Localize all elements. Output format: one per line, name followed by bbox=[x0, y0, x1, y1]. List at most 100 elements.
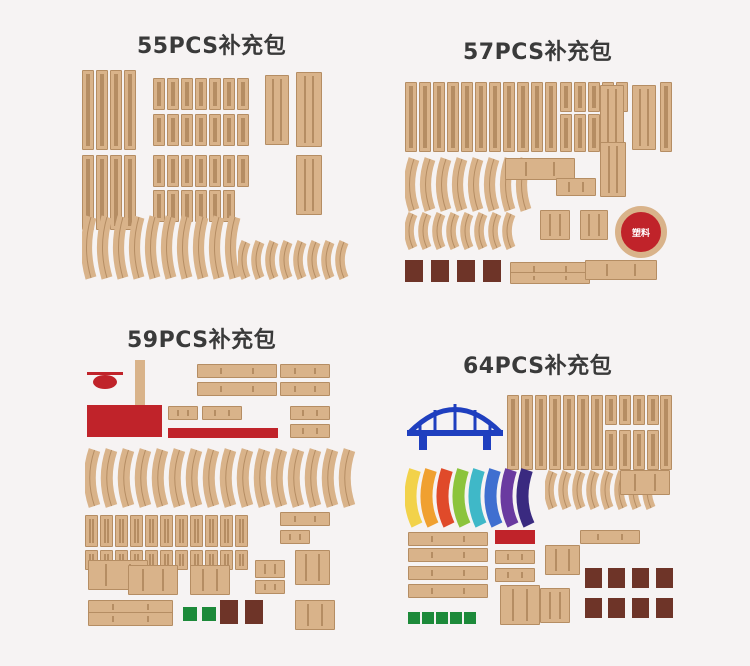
pack-59-title: 59PCS补充包 bbox=[127, 328, 277, 353]
straight-track bbox=[545, 82, 557, 152]
red-platform bbox=[168, 428, 278, 438]
straight-track bbox=[100, 515, 113, 547]
straight-track bbox=[580, 210, 608, 240]
bridge-support bbox=[585, 598, 602, 618]
straight-track bbox=[633, 430, 645, 470]
straight-track bbox=[280, 382, 330, 396]
straight-track bbox=[408, 532, 488, 546]
straight-track bbox=[167, 155, 179, 187]
straight-track bbox=[647, 430, 659, 470]
straight-track bbox=[255, 580, 285, 594]
straight-track bbox=[600, 142, 626, 197]
curved-tracks bbox=[82, 215, 241, 280]
straight-track bbox=[633, 395, 645, 425]
straight-track bbox=[560, 114, 572, 152]
straight-track bbox=[167, 114, 179, 146]
straight-track bbox=[517, 82, 529, 152]
straight-track bbox=[175, 550, 188, 570]
straight-track bbox=[585, 260, 657, 280]
straight-track bbox=[632, 85, 656, 150]
straight-track bbox=[405, 82, 417, 152]
green-block bbox=[202, 607, 216, 621]
straight-track bbox=[255, 560, 285, 578]
straight-track bbox=[660, 82, 672, 152]
straight-track bbox=[175, 515, 188, 547]
bridge-support bbox=[585, 568, 602, 588]
turntable-plastic-label: 塑料 bbox=[615, 206, 667, 258]
straight-track bbox=[408, 548, 488, 562]
straight-track bbox=[296, 155, 322, 215]
straight-track bbox=[507, 395, 519, 470]
green-block bbox=[436, 612, 448, 624]
straight-track bbox=[153, 114, 165, 146]
straight-track bbox=[85, 515, 98, 547]
bridge-support bbox=[483, 260, 501, 282]
straight-track bbox=[190, 565, 230, 595]
curved-tracks bbox=[405, 157, 532, 212]
straight-track bbox=[167, 78, 179, 110]
straight-track bbox=[461, 82, 473, 152]
straight-track bbox=[130, 515, 143, 547]
bridge-support bbox=[656, 598, 673, 618]
pack-57-title: 57PCS补充包 bbox=[463, 40, 613, 65]
straight-track bbox=[540, 210, 570, 240]
straight-track bbox=[265, 75, 289, 145]
bridge-support bbox=[457, 260, 475, 282]
straight-track bbox=[489, 82, 501, 152]
straight-track bbox=[237, 78, 249, 110]
straight-track bbox=[619, 430, 631, 470]
straight-track bbox=[574, 82, 586, 112]
straight-track bbox=[209, 78, 221, 110]
curved-tracks bbox=[405, 212, 516, 250]
green-block bbox=[408, 612, 420, 624]
straight-track bbox=[223, 78, 235, 110]
straight-track bbox=[209, 190, 221, 222]
straight-track bbox=[181, 190, 193, 222]
straight-track bbox=[591, 395, 603, 470]
straight-track bbox=[588, 114, 600, 152]
bridge-support bbox=[656, 568, 673, 588]
straight-track bbox=[168, 406, 198, 420]
red-crane-helicopter bbox=[87, 360, 162, 437]
bridge-support bbox=[245, 600, 263, 624]
green-block bbox=[450, 612, 462, 624]
straight-track bbox=[560, 82, 572, 112]
curved-tracks bbox=[238, 240, 349, 280]
straight-track bbox=[408, 584, 488, 598]
straight-track bbox=[605, 395, 617, 425]
blue-bridge-icon bbox=[407, 404, 503, 450]
straight-track bbox=[280, 530, 310, 544]
bridge-support bbox=[220, 600, 238, 624]
straight-track bbox=[209, 114, 221, 146]
straight-track bbox=[408, 566, 488, 580]
straight-track bbox=[605, 430, 617, 470]
straight-track bbox=[447, 82, 459, 152]
straight-track bbox=[535, 395, 547, 470]
straight-track bbox=[647, 395, 659, 425]
bridge-support bbox=[431, 260, 449, 282]
bridge-support bbox=[632, 568, 649, 588]
straight-track bbox=[540, 588, 570, 623]
straight-track bbox=[521, 395, 533, 470]
straight-track bbox=[500, 585, 540, 625]
straight-track bbox=[588, 82, 600, 112]
straight-track bbox=[223, 114, 235, 146]
straight-track bbox=[235, 515, 248, 547]
straight-track bbox=[202, 406, 242, 420]
straight-track bbox=[124, 155, 136, 230]
straight-track bbox=[237, 155, 249, 187]
pack-55-title: 55PCS补充包 bbox=[137, 34, 287, 59]
green-block bbox=[464, 612, 476, 624]
straight-track bbox=[475, 82, 487, 152]
pack-64-title: 64PCS补充包 bbox=[463, 354, 613, 379]
straight-track bbox=[197, 382, 277, 396]
straight-track bbox=[195, 155, 207, 187]
straight-track bbox=[574, 114, 586, 152]
straight-track bbox=[181, 155, 193, 187]
straight-track bbox=[296, 72, 322, 147]
straight-track bbox=[181, 78, 193, 110]
straight-track bbox=[549, 395, 561, 470]
straight-track bbox=[160, 515, 173, 547]
straight-track bbox=[153, 78, 165, 110]
straight-track bbox=[190, 515, 203, 547]
